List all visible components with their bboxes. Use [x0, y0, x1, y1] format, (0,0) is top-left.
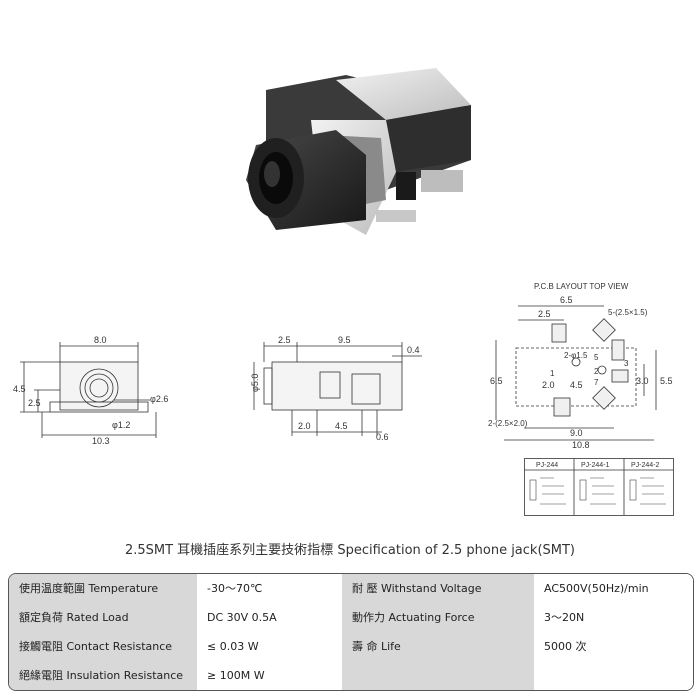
pcb-header: P.C.B LAYOUT TOP VIEW	[534, 282, 629, 291]
dim-d: 2.0	[298, 421, 311, 431]
schematic-label-1: PJ-244	[536, 462, 558, 469]
dim-a: 2.5	[278, 335, 291, 345]
pcb-n1: 1	[550, 369, 555, 378]
table-row: 額定負荷 Rated Load DC 30V 0.5A 動作力 Actuatin…	[9, 603, 693, 632]
spec-value: -30～70℃	[197, 574, 342, 603]
dim-width: 8.0	[94, 335, 107, 345]
pcb-n2: 2	[594, 367, 599, 376]
spec-table: 使用温度範圍 Temperature -30～70℃ 耐 壓 Withstand…	[8, 573, 694, 691]
pcb-h65: 6.5	[490, 376, 503, 386]
dim-b: 9.5	[338, 335, 351, 345]
table-row: 絕緣電阻 Insulation Resistance ≥ 100M W	[9, 661, 693, 690]
spec-value: 5000 次	[534, 632, 693, 661]
dim-e: 4.5	[335, 421, 348, 431]
dim-total: 10.3	[92, 436, 110, 446]
spec-value: AC500V(50Hz)/min	[534, 574, 693, 603]
pcb-pad2: 2-(2.5×2.0)	[488, 419, 528, 428]
spec-label	[342, 661, 534, 690]
dim-pin: φ1.2	[112, 420, 130, 430]
dim-dia: φ5.0	[250, 374, 260, 392]
spec-value	[534, 661, 693, 690]
spec-value: ≥ 100M W	[197, 661, 342, 690]
spec-label: 耐 壓 Withstand Voltage	[342, 574, 534, 603]
pcb-x45: 4.5	[570, 380, 583, 390]
spec-label: 額定負荷 Rated Load	[9, 603, 197, 632]
dim-diameter: φ2.6	[150, 394, 168, 404]
schematic-label-2: PJ-244-1	[581, 462, 610, 469]
spec-label: 動作力 Actuating Force	[342, 603, 534, 632]
schematic-label-3: PJ-244-2	[631, 462, 660, 469]
spec-label: 絕緣電阻 Insulation Resistance	[9, 661, 197, 690]
spec-value: DC 30V 0.5A	[197, 603, 342, 632]
pcb-x20: 2.0	[542, 380, 555, 390]
product-photo	[246, 68, 471, 235]
pcb-layout-drawing: P.C.B LAYOUT TOP VIEW 6.5 2.5 5-(2.5×1.5…	[488, 282, 673, 450]
dim-body: 2.5	[28, 398, 41, 408]
spec-value: 3～20N	[534, 603, 693, 632]
spec-label: 使用温度範圍 Temperature	[9, 574, 197, 603]
pcb-n5: 5	[594, 353, 599, 362]
pcb-h30: 3.0	[636, 376, 649, 386]
schematic-diagrams: PJ-244 PJ-244-1 PJ-244-2	[524, 458, 674, 516]
pcb-w25: 2.5	[538, 309, 551, 319]
pcb-w65: 6.5	[560, 295, 573, 305]
pcb-w108: 10.8	[572, 440, 590, 450]
side-view-drawing: 2.5 9.5 0.4 φ5.0 2.0 4.5 0.6	[250, 335, 422, 442]
page-title: 2.5SMT 耳機插座系列主要技術指標 Specification of 2.5…	[124, 543, 576, 558]
front-view-drawing: 8.0 4.5 2.5 φ2.6 φ1.2 10.3	[13, 335, 168, 446]
pcb-w90: 9.0	[570, 428, 583, 438]
pcb-n3: 3	[624, 359, 629, 368]
pcb-h55: 5.5	[660, 376, 673, 386]
dim-f: 0.6	[376, 432, 389, 442]
table-row: 使用温度範圍 Temperature -30～70℃ 耐 壓 Withstand…	[9, 574, 693, 603]
table-row: 接觸電阻 Contact Resistance ≤ 0.03 W 壽 命 Lif…	[9, 632, 693, 661]
pcb-n7: 7	[594, 378, 599, 387]
dim-c: 0.4	[407, 345, 420, 355]
spec-value: ≤ 0.03 W	[197, 632, 342, 661]
pcb-pad5: 5-(2.5×1.5)	[608, 308, 648, 317]
dim-height: 4.5	[13, 384, 26, 394]
spec-label: 接觸電阻 Contact Resistance	[9, 632, 197, 661]
spec-label: 壽 命 Life	[342, 632, 534, 661]
pcb-hole: 2-φ1.5	[564, 351, 588, 360]
